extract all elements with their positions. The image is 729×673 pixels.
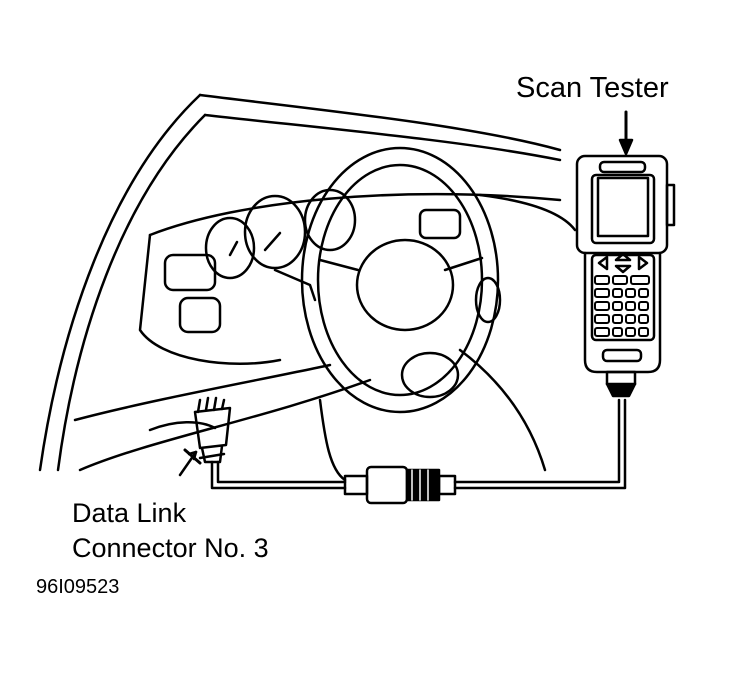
data-link-connector [178, 396, 232, 477]
gauges [204, 188, 357, 302]
cable [210, 398, 627, 490]
windshield-pillar [38, 93, 562, 472]
steering-wheel [300, 146, 502, 414]
figure-id: 96I09523 [36, 576, 120, 598]
dashboard [73, 193, 577, 482]
scan-tester-label: Scan Tester [516, 72, 669, 104]
scan-tester-device [575, 110, 676, 398]
keypad [594, 275, 650, 337]
data-link-label-line2: Connector No. 3 [72, 533, 269, 563]
cable-connector [343, 465, 457, 505]
data-link-label-line1: Data Link [72, 498, 187, 528]
